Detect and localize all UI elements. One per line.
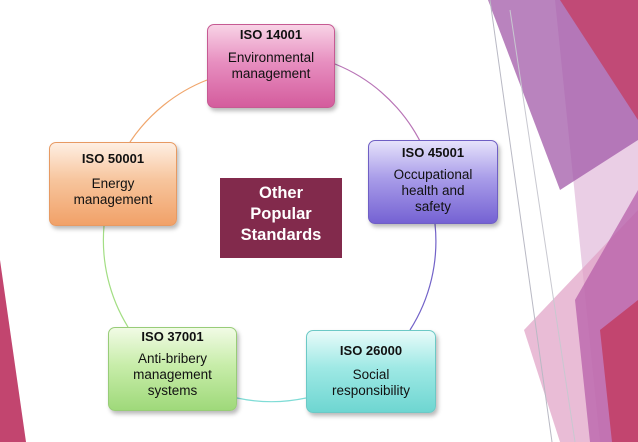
left-decor-shape [0, 260, 26, 442]
right-decor-line-2 [509, 9, 576, 442]
iso-45001-description: Occupational health and safety [393, 167, 473, 214]
iso-26000-box: ISO 26000 Social responsibility [306, 330, 436, 413]
iso-26000-description: Social responsibility [331, 367, 411, 398]
arc-antibribery-to-energy [102, 225, 129, 328]
iso-26000-code: ISO 26000 [339, 343, 403, 358]
iso-14001-description: Environmental management [227, 50, 315, 81]
iso-14001-code: ISO 14001 [239, 27, 303, 42]
iso-37001-description: Anti-bribery management systems [133, 351, 212, 398]
arc-occupational-to-social [409, 223, 437, 331]
iso-50001-description: Energy management [73, 176, 153, 207]
iso-14001-box: ISO 14001 Environmental management [207, 24, 335, 108]
right-decor-magenta-low [600, 300, 638, 442]
center-label: Other Popular Standards [220, 178, 342, 258]
iso-37001-box: ISO 37001 Anti-bribery management system… [108, 327, 237, 411]
iso-45001-box: ISO 45001 Occupational health and safety [368, 140, 498, 224]
iso-45001-code: ISO 45001 [401, 145, 465, 160]
iso-37001-code: ISO 37001 [141, 329, 204, 344]
iso-50001-code: ISO 50001 [81, 151, 145, 166]
right-decor-magenta-top [560, 0, 638, 120]
arc-social-to-antibribery [236, 397, 307, 403]
arc-energy-to-environmental [129, 79, 208, 143]
right-decor-line-1 [489, 0, 553, 442]
iso-50001-box: ISO 50001 Energy management [49, 142, 177, 226]
